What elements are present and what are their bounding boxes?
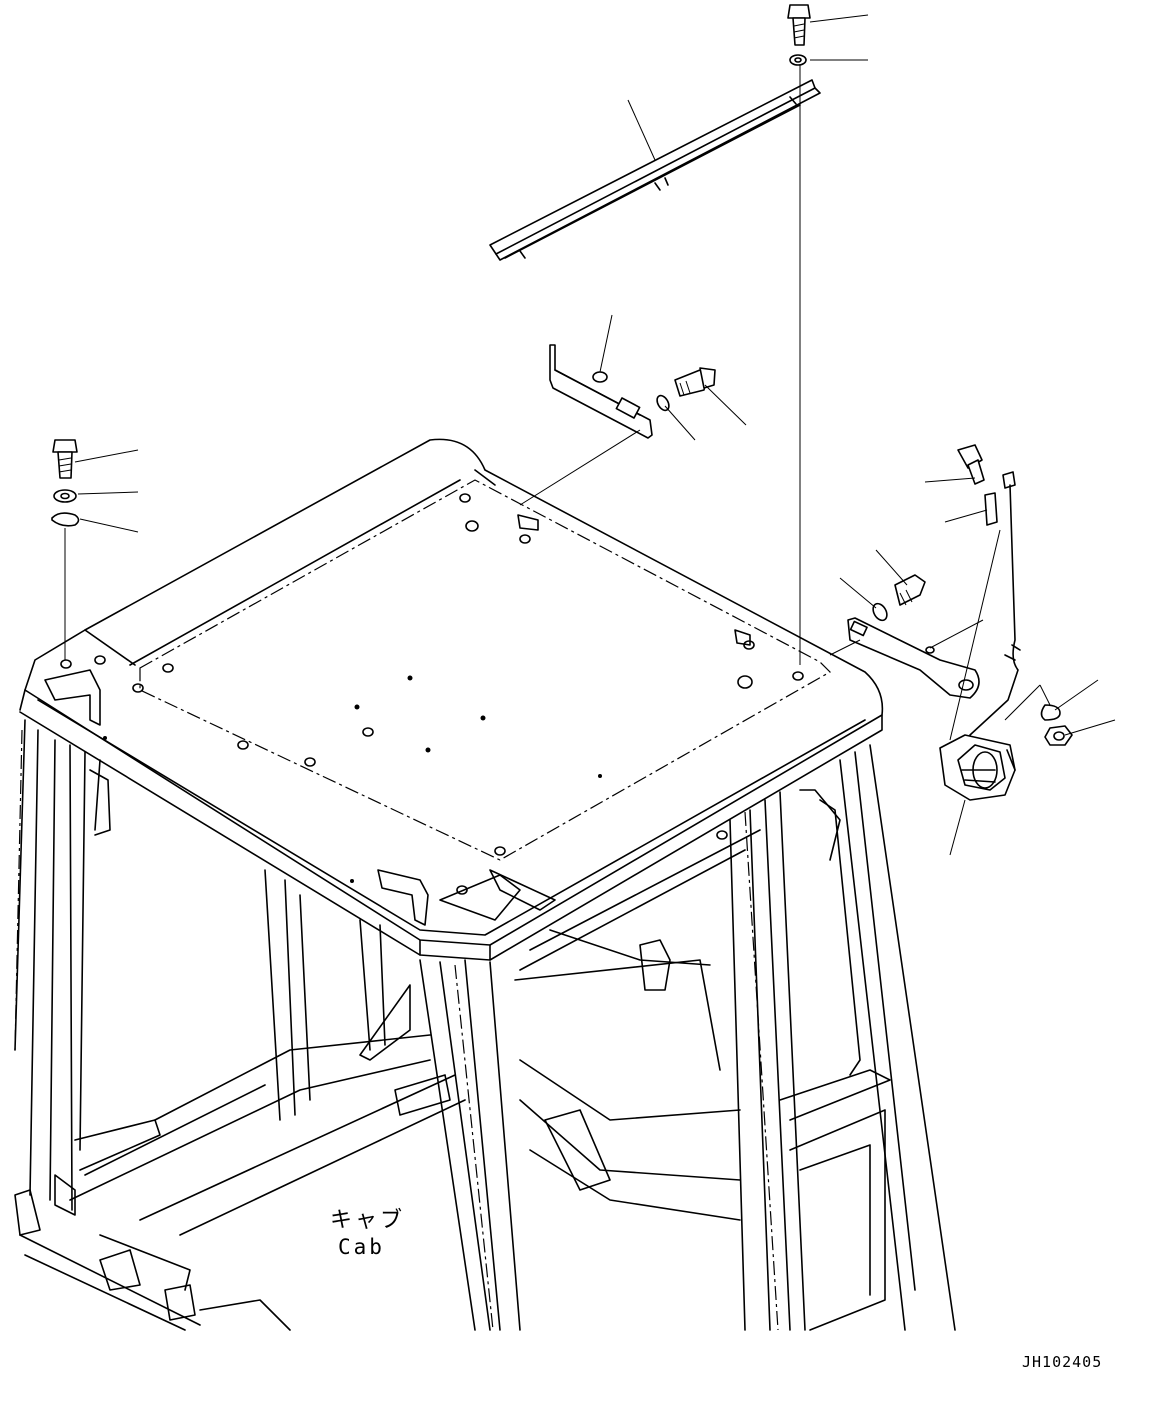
right-bracket	[847, 617, 980, 699]
right-bolt	[872, 444, 1016, 622]
drawing-number: JH102405	[1022, 1353, 1103, 1371]
leader-lines	[74, 14, 1116, 856]
mid-bracket	[549, 344, 653, 439]
work-lamp	[939, 704, 1073, 801]
roof-rail	[489, 79, 821, 261]
assembly-lines	[64, 65, 861, 665]
cab-frame	[14, 719, 956, 1331]
left-bolt	[51, 439, 80, 527]
mid-bolt	[656, 367, 716, 412]
lamp-wire	[969, 484, 1021, 736]
cab-label-japanese: キャブ	[330, 1208, 406, 1233]
roof-holes	[60, 493, 804, 895]
cab-roof	[19, 438, 884, 961]
top-bolt	[787, 4, 811, 66]
cab-label-english: Cab	[338, 1235, 385, 1259]
roof-brackets	[44, 514, 751, 926]
